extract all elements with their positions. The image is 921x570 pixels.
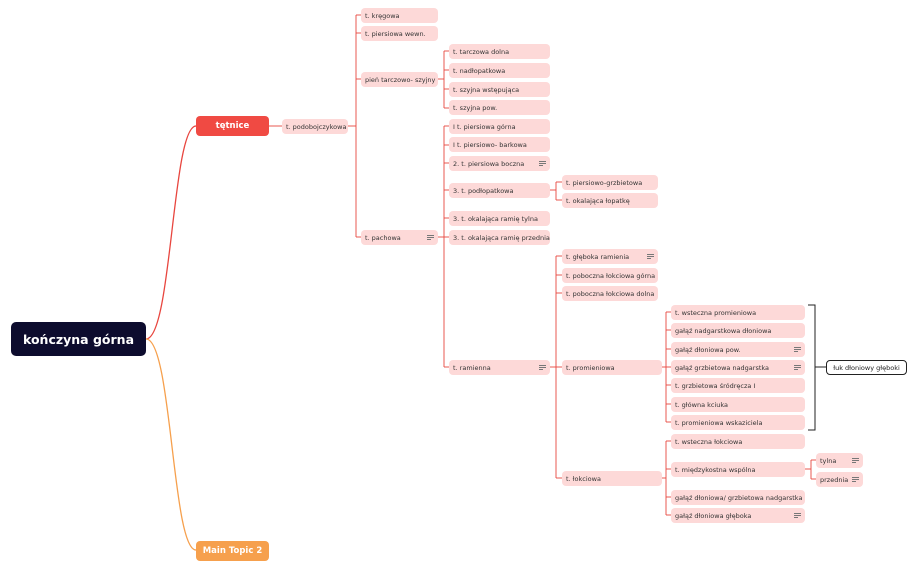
main-topic-2[interactable]: Main Topic 2 — [196, 541, 269, 561]
topic-node[interactable]: t. poboczna łokciowa dolna — [562, 286, 658, 301]
topic-node[interactable]: t. grzbietowa śródręcza I — [671, 378, 805, 393]
topic-node[interactable]: I t. piersiowa górna — [449, 119, 550, 134]
notes-icon[interactable] — [852, 477, 859, 482]
topic-node[interactable]: t. międzykostna wspólna — [671, 462, 805, 477]
topic-label: gałąź dłoniowa pow. — [675, 345, 741, 354]
topic-label: t. kręgowa — [365, 11, 400, 20]
main-topic-arteries[interactable]: tętnice — [196, 116, 269, 136]
main-topic-label: tętnice — [215, 121, 250, 131]
topic-node[interactable]: t. głęboka ramienia — [562, 249, 658, 264]
topic-label: tylna — [820, 456, 837, 465]
topic-label: I t. piersiowa górna — [453, 122, 516, 131]
topic-label: t. główna kciuka — [675, 400, 729, 409]
topic-label: 3. t. okalająca ramię przednia — [453, 233, 550, 242]
topic-node[interactable]: t. nadłopatkowa — [449, 63, 550, 78]
topic-node[interactable]: 3. t. okalająca ramię przednia — [449, 230, 550, 245]
topic-label: przednia — [820, 475, 849, 484]
topic-label: t. promieniowa wskaziciela — [675, 418, 763, 427]
notes-icon[interactable] — [794, 347, 801, 352]
topic-label: t. grzbietowa śródręcza I — [675, 381, 756, 390]
topic-node[interactable]: I t. piersiowo- barkowa — [449, 137, 550, 152]
topic-node[interactable]: 3. t. podłopatkowa — [449, 183, 550, 198]
notes-icon[interactable] — [427, 235, 434, 240]
topic-node[interactable]: gałąź nadgarstkowa dłoniowa — [671, 323, 805, 338]
topic-label: gałąź dłoniowa głęboka — [675, 511, 752, 520]
topic-node[interactable]: gałąź dłoniowa pow. — [671, 342, 805, 357]
topic-label: t. piersiowa wewn. — [365, 29, 426, 38]
topic-label: t. piersiowo-grzbietowa — [566, 178, 643, 187]
topic-node[interactable]: t. tarczowa dolna — [449, 44, 550, 59]
topic-node[interactable]: gałąź grzbietowa nadgarstka — [671, 360, 805, 375]
topic-label: t. międzykostna wspólna — [675, 465, 756, 474]
topic-label: pień tarczowo- szyjny — [365, 75, 436, 84]
topic-label: t. nadłopatkowa — [453, 66, 506, 75]
topic-label: t. szyjna pow. — [453, 103, 498, 112]
summary-topic[interactable]: łuk dłoniowy głęboki — [826, 360, 907, 375]
central-topic[interactable]: kończyna górna — [11, 322, 146, 356]
notes-icon[interactable] — [539, 365, 546, 370]
central-topic-label: kończyna górna — [22, 331, 135, 347]
topic-node[interactable]: t. szyjna pow. — [449, 100, 550, 115]
topic-node[interactable]: 3. t. okalająca ramię tylna — [449, 211, 550, 226]
topic-node[interactable]: t. łokciowa — [562, 471, 662, 486]
topic-node[interactable]: t. okalająca łopatkę — [562, 193, 658, 208]
topic-label: 2. t. piersiowa boczna — [453, 159, 525, 168]
topic-node[interactable]: gałąź dłoniowa głęboka — [671, 508, 805, 523]
topic-node[interactable]: gałąź dłoniowa/ grzbietowa nadgarstka — [671, 490, 805, 505]
topic-node[interactable]: t. główna kciuka — [671, 397, 805, 412]
topic-label: I t. piersiowo- barkowa — [453, 140, 527, 149]
topic-label: t. wsteczna promieniowa — [675, 308, 757, 317]
topic-node[interactable]: t. promieniowa wskaziciela — [671, 415, 805, 430]
topic-label: t. tarczowa dolna — [453, 47, 510, 56]
topic-node[interactable]: t. wsteczna promieniowa — [671, 305, 805, 320]
notes-icon[interactable] — [794, 513, 801, 518]
topic-node[interactable]: tylna — [816, 453, 863, 468]
topic-label: t. wsteczna łokciowa — [675, 437, 743, 446]
topic-node[interactable]: 2. t. piersiowa boczna — [449, 156, 550, 171]
notes-icon[interactable] — [794, 365, 801, 370]
topic-node[interactable]: t. kręgowa — [361, 8, 438, 23]
topic-node[interactable]: t. pachowa — [361, 230, 438, 245]
topic-label: 3. t. podłopatkowa — [453, 186, 514, 195]
topic-label: t. szyjna wstępująca — [453, 85, 520, 94]
topic-node[interactable]: przednia — [816, 472, 863, 487]
topic-node[interactable]: t. piersiowa wewn. — [361, 26, 438, 41]
topic-label: gałąź nadgarstkowa dłoniowa — [675, 326, 772, 335]
topic-node[interactable]: t. wsteczna łokciowa — [671, 434, 805, 449]
topic-label: t. poboczna łokciowa górna — [566, 271, 656, 280]
main-topic-label: Main Topic 2 — [202, 546, 263, 556]
summary-label: łuk dłoniowy głęboki — [833, 363, 900, 372]
topic-label: t. łokciowa — [566, 474, 601, 483]
topic-label: t. promieniowa — [566, 363, 615, 372]
topic-label: t. pachowa — [365, 233, 401, 242]
topic-label: t. głęboka ramienia — [566, 252, 630, 261]
topic-label: 3. t. okalająca ramię tylna — [453, 214, 538, 223]
topic-node[interactable]: t. piersiowo-grzbietowa — [562, 175, 658, 190]
topic-label: gałąź grzbietowa nadgarstka — [675, 363, 770, 372]
notes-icon[interactable] — [852, 458, 859, 463]
topic-label: gałąź dłoniowa/ grzbietowa nadgarstka — [675, 493, 803, 502]
topic-node[interactable]: t. szyjna wstępująca — [449, 82, 550, 97]
notes-icon[interactable] — [647, 254, 654, 259]
notes-icon[interactable] — [539, 161, 546, 166]
topic-node[interactable]: pień tarczowo- szyjny — [361, 72, 438, 87]
topic-node[interactable]: t. podobojczykowa — [282, 119, 348, 134]
topic-node[interactable]: t. ramienna — [449, 360, 550, 375]
topic-label: t. ramienna — [453, 363, 491, 372]
topic-node[interactable]: t. poboczna łokciowa górna — [562, 268, 658, 283]
topic-label: t. okalająca łopatkę — [566, 196, 630, 205]
topic-label: t. podobojczykowa — [286, 122, 347, 131]
topic-label: t. poboczna łokciowa dolna — [566, 289, 655, 298]
topic-node[interactable]: t. promieniowa — [562, 360, 662, 375]
